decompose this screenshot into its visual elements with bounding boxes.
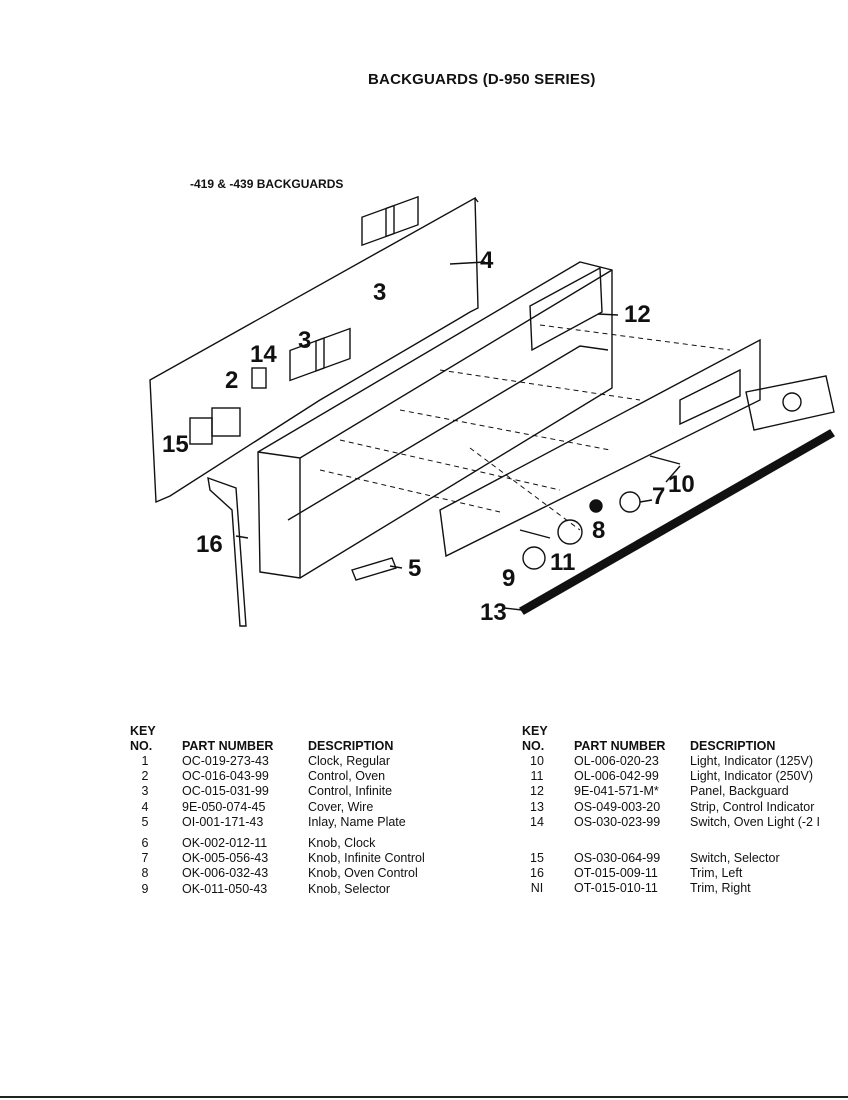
callout-13: 13 [480,599,507,626]
exploded-parts-diagram [140,190,848,630]
selector-knob-part [522,546,546,570]
header-part-number: PART NUMBER [182,739,274,753]
backguard-panel-part [257,261,613,579]
callout-3-lower: 3 [298,327,311,354]
infinite-control-part [361,195,419,247]
header-description: DESCRIPTION [690,739,776,753]
header-part-number: PART NUMBER [574,739,666,753]
header-no: NO. [130,739,153,753]
right-trim-part [745,375,835,431]
callout-15: 15 [162,431,189,458]
front-panel-part [439,338,761,558]
bottom-rule [0,1096,848,1098]
indicator-light-part [649,455,681,465]
selector-switch-part [189,417,213,445]
left-trim-part [207,476,247,627]
header-key: KEY [130,724,156,738]
callout-9: 9 [502,565,515,592]
callout-7: 7 [652,483,665,510]
callout-5: 5 [408,555,421,582]
clock-knob-part [589,499,603,513]
indicator-light-part-2 [519,529,551,539]
wire-cover-part [149,196,479,504]
oven-control-knob-part [557,519,583,545]
name-plate-inlay-part [351,557,397,581]
header-no: NO. [522,739,545,753]
callout-10: 10 [668,471,695,498]
callout-11: 11 [550,549,575,576]
callout-4: 4 [480,247,494,274]
header-key: KEY [522,724,548,738]
callout-12: 12 [624,301,651,328]
callout-3-upper: 3 [373,279,386,306]
callout-16: 16 [196,531,223,558]
page-title: BACKGUARDS (D-950 SERIES) [368,71,596,88]
indicator-strip-part [519,429,835,615]
diagram-subtitle: -419 & -439 BACKGUARDS [190,177,344,191]
header-description: DESCRIPTION [308,739,394,753]
infinite-control-part-2 [289,327,351,382]
callout-8: 8 [592,517,605,544]
callout-2: 2 [225,367,238,394]
callout-14: 14 [250,341,277,368]
oven-light-switch-part [251,367,267,389]
